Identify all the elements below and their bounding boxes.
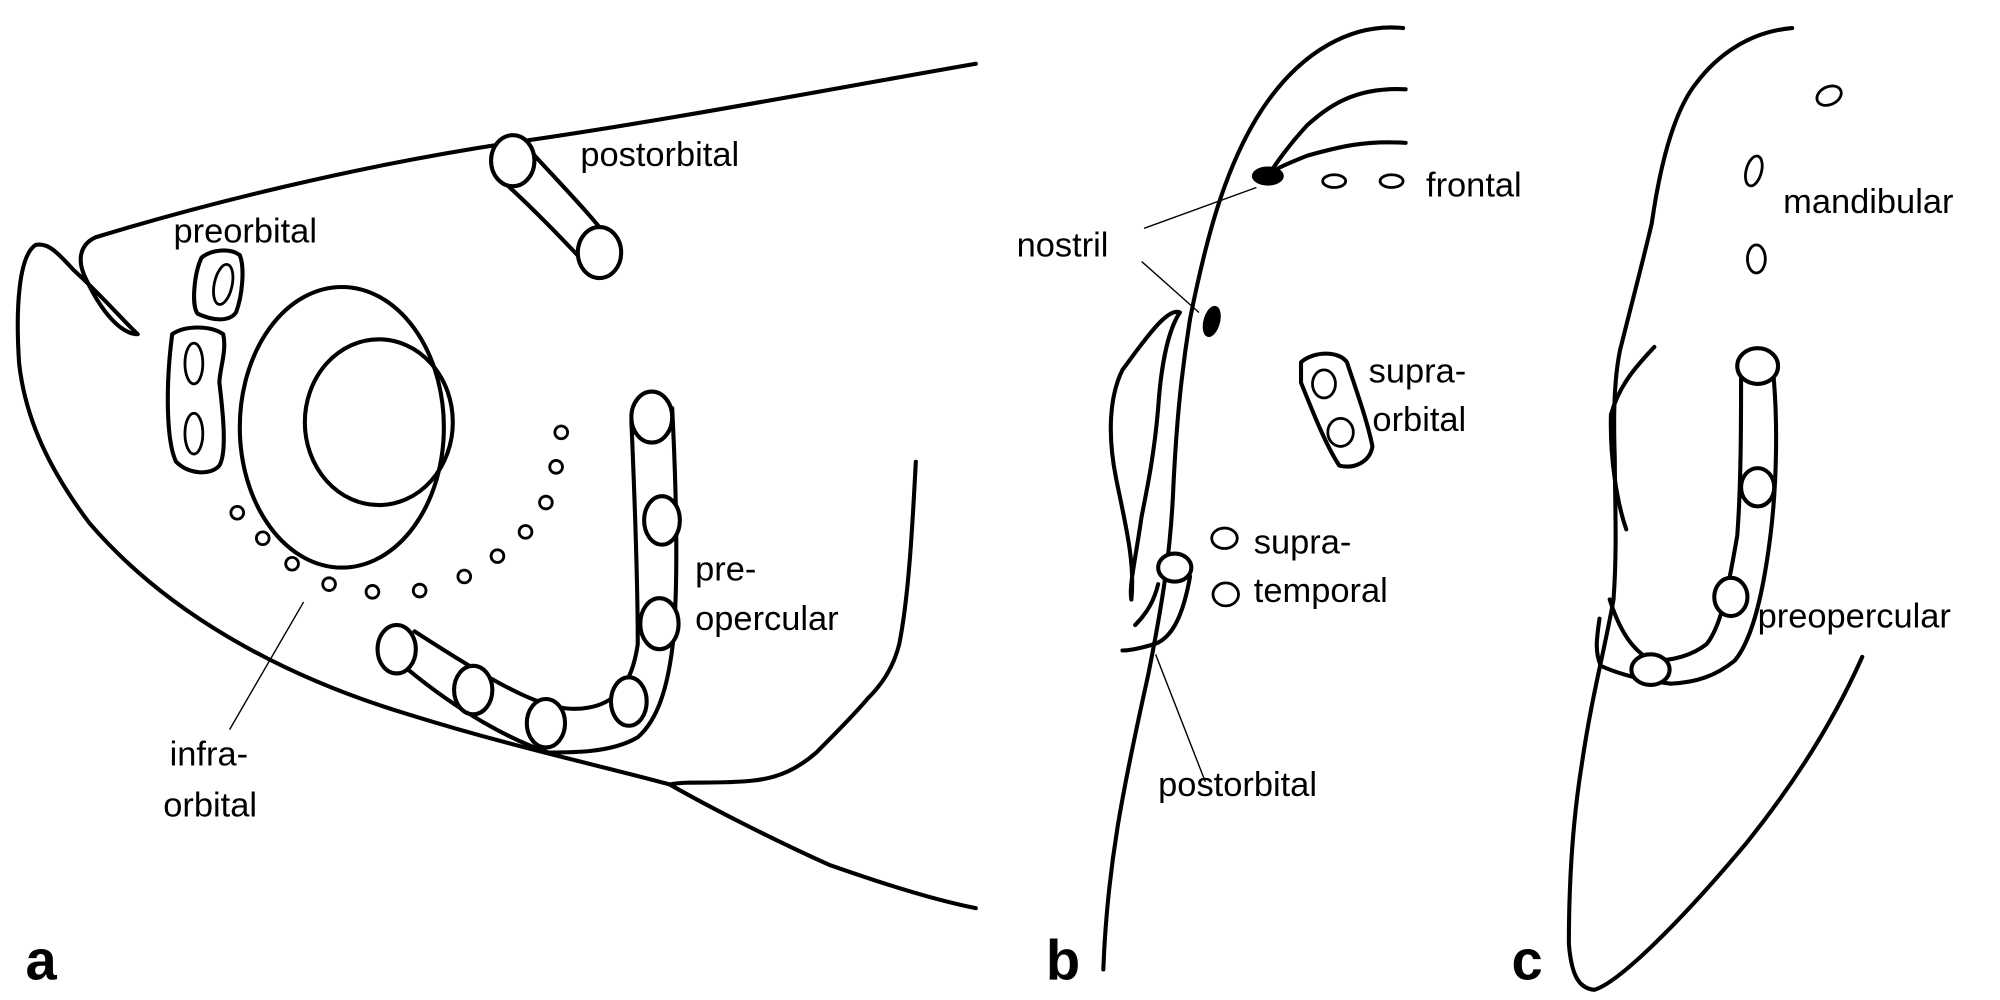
label-preopercular: preopercular — [1758, 598, 1951, 636]
infraorbital-pore — [229, 504, 246, 521]
infraorbital-pore — [517, 524, 534, 540]
label-supraorbital-2: orbital — [1372, 401, 1466, 439]
frontal-pore — [1378, 173, 1405, 189]
infraorbital-pore — [456, 568, 473, 585]
panel-b: frontal nostril supra- orbital supra- te… — [1017, 25, 1522, 992]
infraorbital-pore — [553, 424, 570, 441]
preorbital-pore — [212, 262, 235, 306]
infraorbital-pore — [284, 555, 300, 572]
eye-pupil — [302, 337, 455, 508]
preopercular-pore — [1712, 575, 1750, 619]
infraorbital-pore — [364, 584, 381, 600]
label-postorbital: postorbital — [1158, 766, 1317, 804]
supratemporal-pore — [1211, 581, 1240, 608]
label-postorbital: postorbital — [580, 136, 739, 174]
panel-letter-a: a — [26, 929, 58, 992]
supratemporal-pore — [1210, 526, 1239, 550]
head-outline — [1566, 26, 1865, 992]
label-nostril: nostril — [1017, 226, 1109, 264]
head-outline-ventral — [667, 782, 978, 911]
preopercular-pore — [375, 622, 418, 676]
infraorbital-pore — [538, 494, 554, 511]
head-outline-dorsal — [15, 61, 978, 787]
label-supraorbital-1: supra- — [1369, 353, 1467, 391]
nostril-anterior — [1251, 166, 1284, 186]
postorbital-leader-line — [1154, 654, 1207, 783]
mandibular-pore — [1815, 84, 1843, 107]
label-supratemporal-1: supra- — [1254, 524, 1352, 562]
preopercular-pore — [642, 494, 682, 547]
postorbital-pore — [1156, 551, 1194, 584]
infraorbital-pore — [321, 576, 337, 592]
infraorbital-pores — [229, 424, 570, 600]
label-preopercular-1: pre- — [695, 550, 756, 588]
preorbital-bone-upper — [192, 248, 245, 322]
preorbital-pore — [183, 341, 205, 386]
infraorbital-pore — [489, 548, 506, 564]
panel-a: postorbital preorbital pre- opercular in… — [15, 61, 978, 992]
label-mandibular: mandibular — [1783, 183, 1953, 221]
nostril-posterior — [1202, 305, 1221, 337]
infraorbital-pore — [254, 530, 271, 547]
label-supratemporal-2: temporal — [1254, 572, 1388, 610]
infraorbital-pore — [548, 459, 564, 475]
preorbital-bone-lower — [165, 325, 227, 475]
preopercular-pore — [638, 596, 681, 652]
nostril-leader-line-1 — [1143, 186, 1257, 229]
label-preopercular-2: opercular — [695, 600, 839, 638]
preopercular-pore — [452, 663, 495, 717]
mandibular-pore — [1746, 243, 1767, 275]
preopercular-pore — [1629, 652, 1672, 687]
supraorbital-bone — [1298, 351, 1375, 469]
supraorbital-pore — [1311, 368, 1337, 400]
postorbital-pore — [575, 225, 624, 281]
label-frontal: frontal — [1426, 166, 1522, 204]
infraorbital-leader-line — [228, 601, 305, 730]
nostril-leader-line-2 — [1141, 260, 1200, 314]
panel-letter-b: b — [1046, 929, 1080, 992]
preopercular-pore — [1739, 466, 1777, 509]
preopercular-pore — [1735, 346, 1781, 386]
panel-letter-c: c — [1511, 929, 1542, 992]
eye-bulge — [1608, 344, 1657, 532]
preopercular-pore — [629, 389, 675, 445]
preopercular-pore — [524, 696, 568, 750]
preopercular-pore — [608, 675, 649, 728]
postorbital-canal — [1120, 574, 1193, 653]
label-infraorbital-1: infra- — [170, 735, 248, 773]
supraorbital-pore — [1326, 416, 1355, 448]
preorbital-pore — [183, 411, 205, 456]
head-outline — [1101, 25, 1406, 972]
operculum-edge — [667, 459, 918, 787]
eye-bulge — [1108, 309, 1182, 602]
frontal-curve-upper — [1264, 87, 1408, 181]
panel-c: mandibular preopercular c — [1511, 26, 1953, 992]
mandibular-pore — [1744, 154, 1764, 188]
label-preorbital: preorbital — [173, 212, 317, 250]
label-infraorbital-2: orbital — [163, 786, 257, 824]
frontal-pore — [1321, 173, 1348, 189]
postorbital-pore — [489, 133, 537, 189]
infraorbital-pore — [411, 582, 428, 599]
eye-outer-ring — [237, 284, 446, 570]
